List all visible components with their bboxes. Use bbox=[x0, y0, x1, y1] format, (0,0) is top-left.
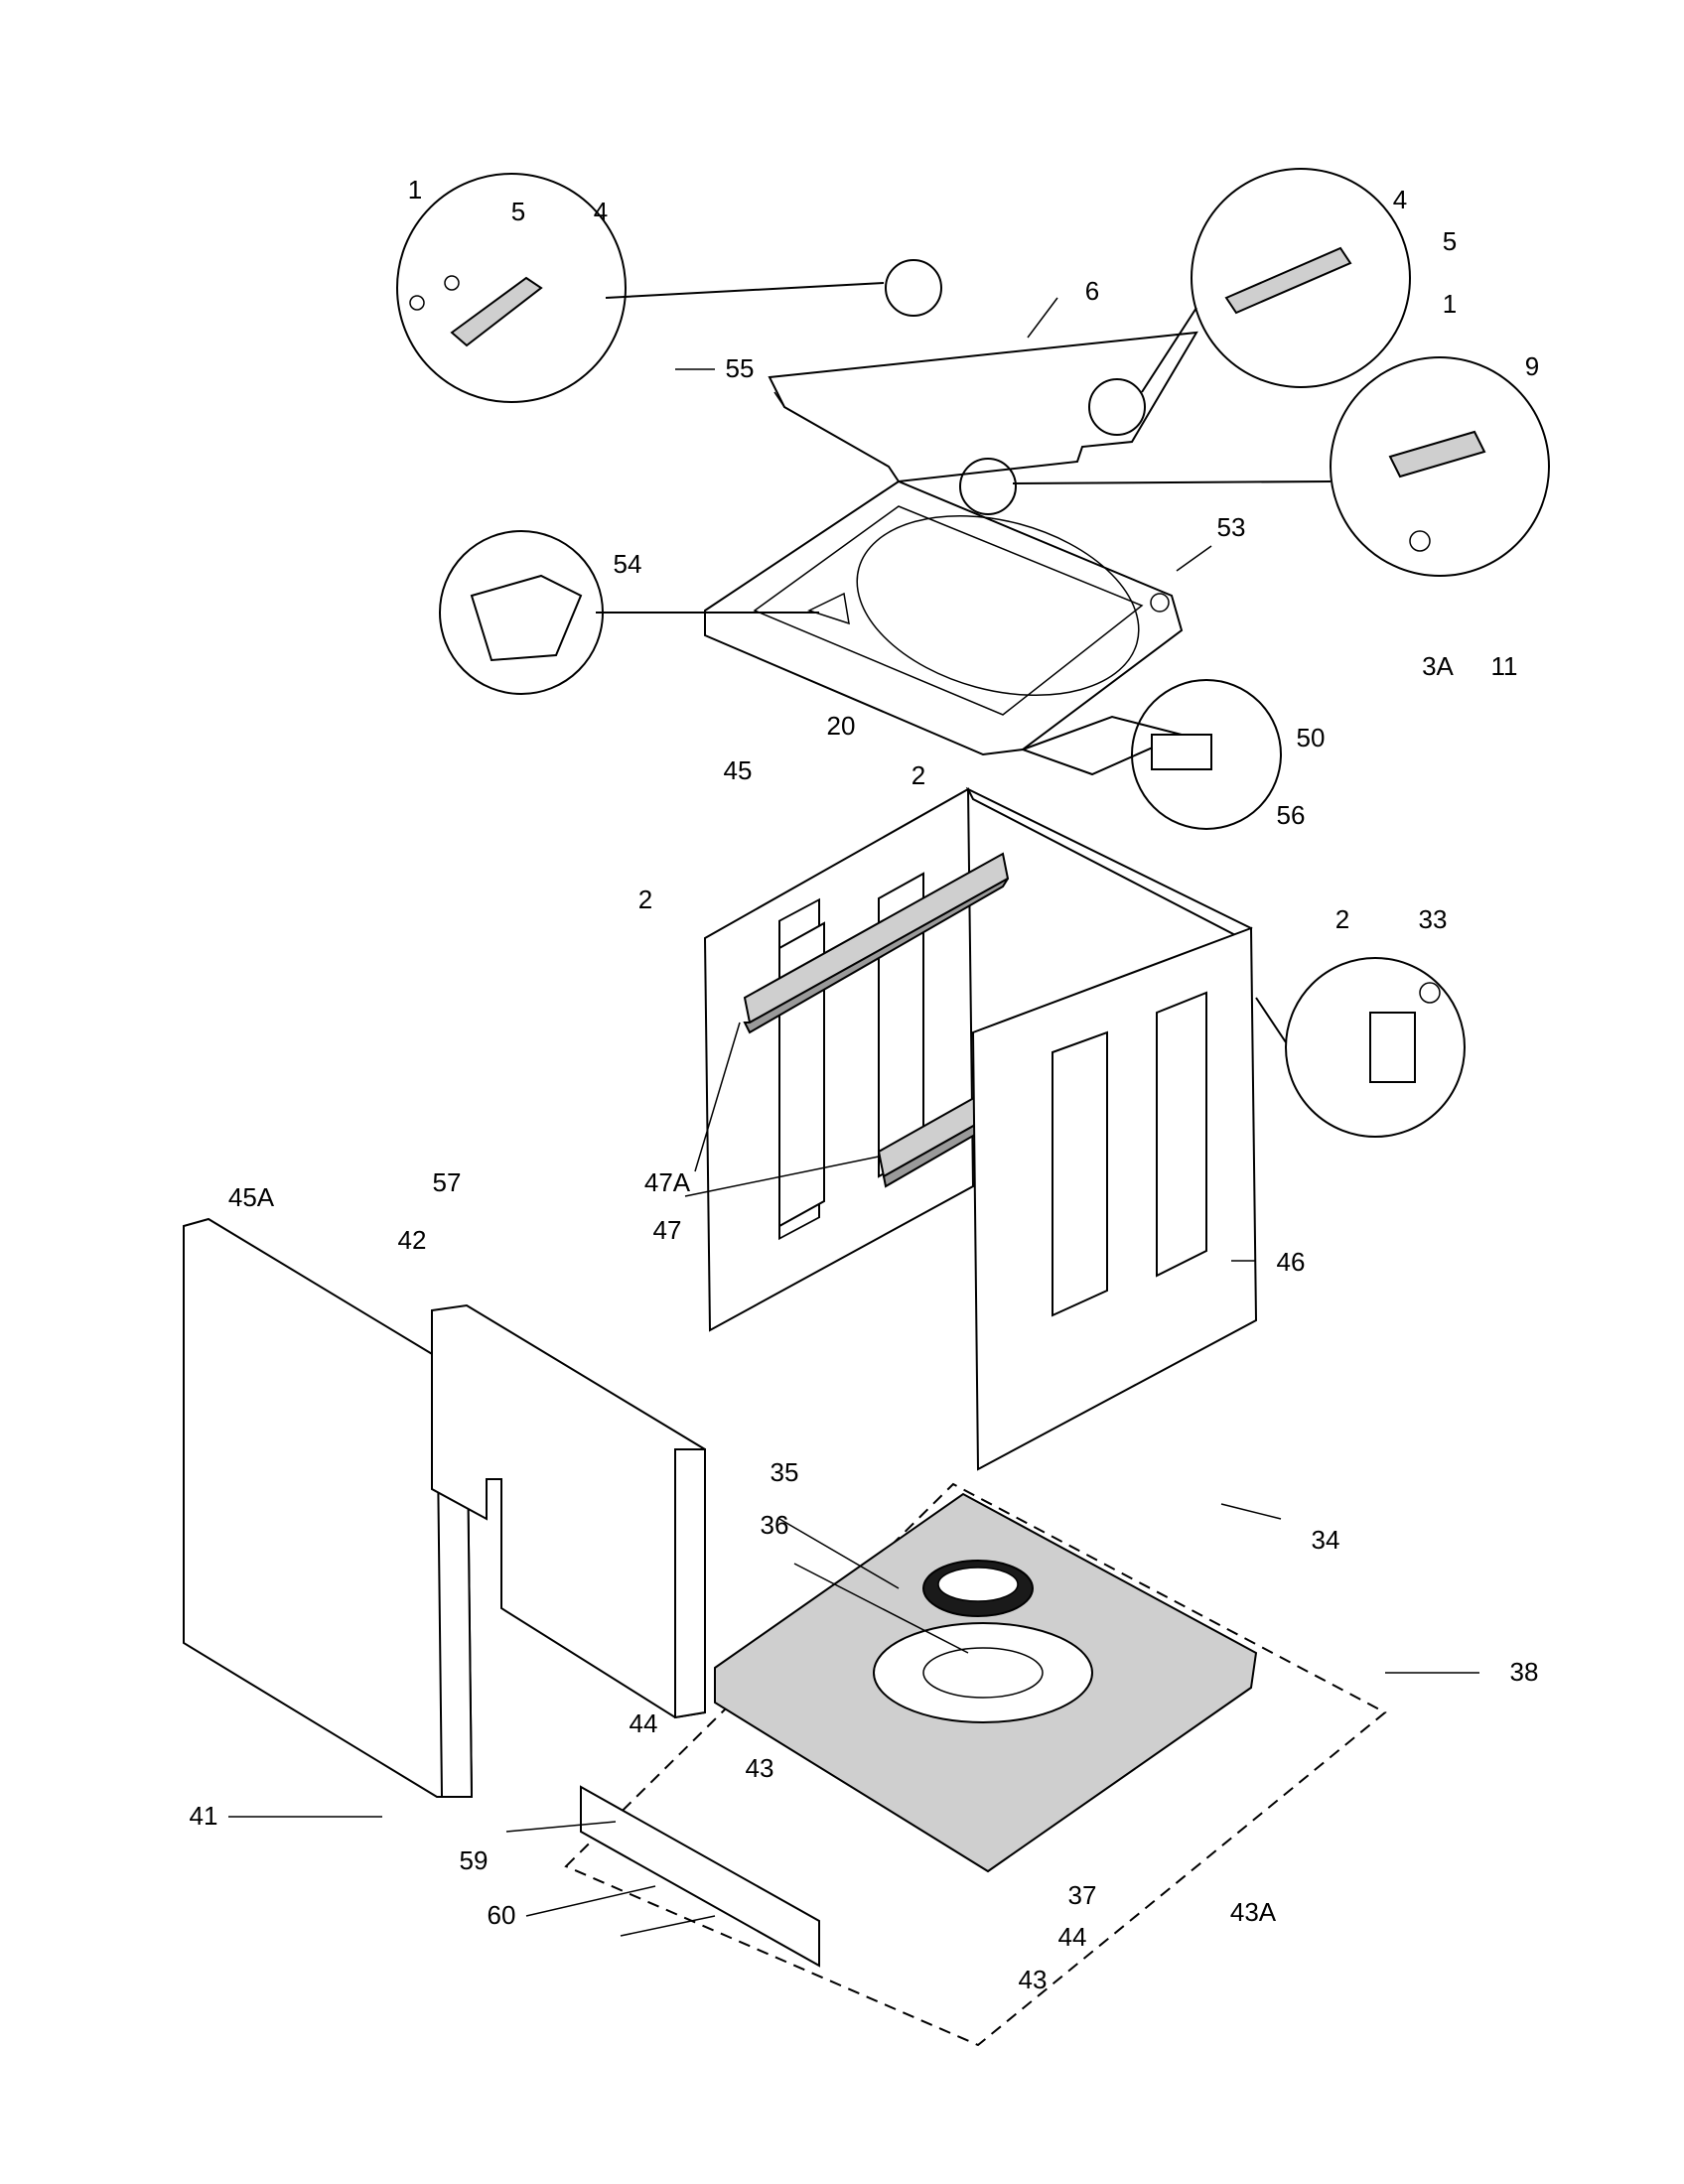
label-50: 50 bbox=[1297, 723, 1326, 752]
kickplate-59 bbox=[580, 1785, 820, 1968]
label-leaders bbox=[228, 297, 1479, 1937]
lid-part-6 bbox=[768, 331, 1198, 483]
label-38: 38 bbox=[1510, 1657, 1539, 1687]
label-36: 36 bbox=[761, 1510, 789, 1540]
top-part-53 bbox=[704, 479, 1186, 776]
label-45A: 45A bbox=[228, 1182, 275, 1212]
detail-circle-dispenser bbox=[439, 530, 604, 695]
label-6: 6 bbox=[1085, 276, 1099, 306]
detail-circle-hinge-left bbox=[396, 173, 627, 403]
label-60: 60 bbox=[488, 1900, 516, 1930]
label-54: 54 bbox=[614, 549, 642, 579]
label-1-left: 1 bbox=[408, 175, 422, 205]
label-56: 56 bbox=[1277, 800, 1306, 830]
detail-circle-valve bbox=[1285, 957, 1466, 1138]
label-53: 53 bbox=[1217, 512, 1246, 542]
label-33: 33 bbox=[1419, 904, 1448, 934]
label-35: 35 bbox=[771, 1457, 799, 1487]
label-9: 9 bbox=[1525, 351, 1539, 381]
label-43-right: 43 bbox=[1019, 1965, 1048, 1994]
label-2-right: 2 bbox=[1335, 904, 1349, 934]
detail-circle-switch bbox=[1131, 679, 1282, 830]
label-59: 59 bbox=[460, 1845, 489, 1875]
label-44-left: 44 bbox=[630, 1708, 658, 1738]
label-20: 20 bbox=[827, 711, 856, 741]
detail-circle-lid-stop bbox=[1330, 356, 1550, 577]
label-11: 11 bbox=[1491, 651, 1518, 681]
label-5-right: 5 bbox=[1443, 226, 1457, 256]
label-43A: 43A bbox=[1230, 1897, 1277, 1927]
label-2-left: 2 bbox=[638, 885, 652, 914]
label-3A: 3A bbox=[1422, 651, 1454, 681]
label-4-right: 4 bbox=[1393, 185, 1407, 214]
label-37: 37 bbox=[1068, 1880, 1097, 1910]
label-2-top: 2 bbox=[912, 760, 925, 790]
label-47A: 47A bbox=[644, 1167, 691, 1197]
label-43-left: 43 bbox=[746, 1753, 774, 1783]
label-46: 46 bbox=[1277, 1247, 1306, 1277]
detail-circle-hinge-right bbox=[1191, 168, 1411, 388]
label-47: 47 bbox=[653, 1215, 682, 1245]
label-4-left: 4 bbox=[594, 197, 608, 226]
callout-leaders bbox=[596, 259, 1332, 1043]
base-38 bbox=[564, 1482, 1387, 2047]
cabinet-right-panel-46 bbox=[971, 926, 1258, 1471]
label-45: 45 bbox=[724, 755, 753, 785]
label-34: 34 bbox=[1312, 1525, 1340, 1555]
label-42: 42 bbox=[398, 1225, 427, 1255]
bar-47A bbox=[743, 852, 1010, 1034]
label-5-left: 5 bbox=[511, 197, 525, 226]
insulation-57 bbox=[431, 1303, 706, 1719]
label-57: 57 bbox=[433, 1167, 462, 1197]
part-labels: 1 5 4 55 6 4 5 1 9 53 54 3A 11 20 50 56 … bbox=[190, 175, 1540, 1994]
label-1-right: 1 bbox=[1443, 289, 1457, 319]
label-41: 41 bbox=[190, 1801, 218, 1831]
label-44-right: 44 bbox=[1058, 1922, 1087, 1952]
front-panel-42 bbox=[183, 1217, 474, 1798]
label-55: 55 bbox=[726, 353, 755, 383]
